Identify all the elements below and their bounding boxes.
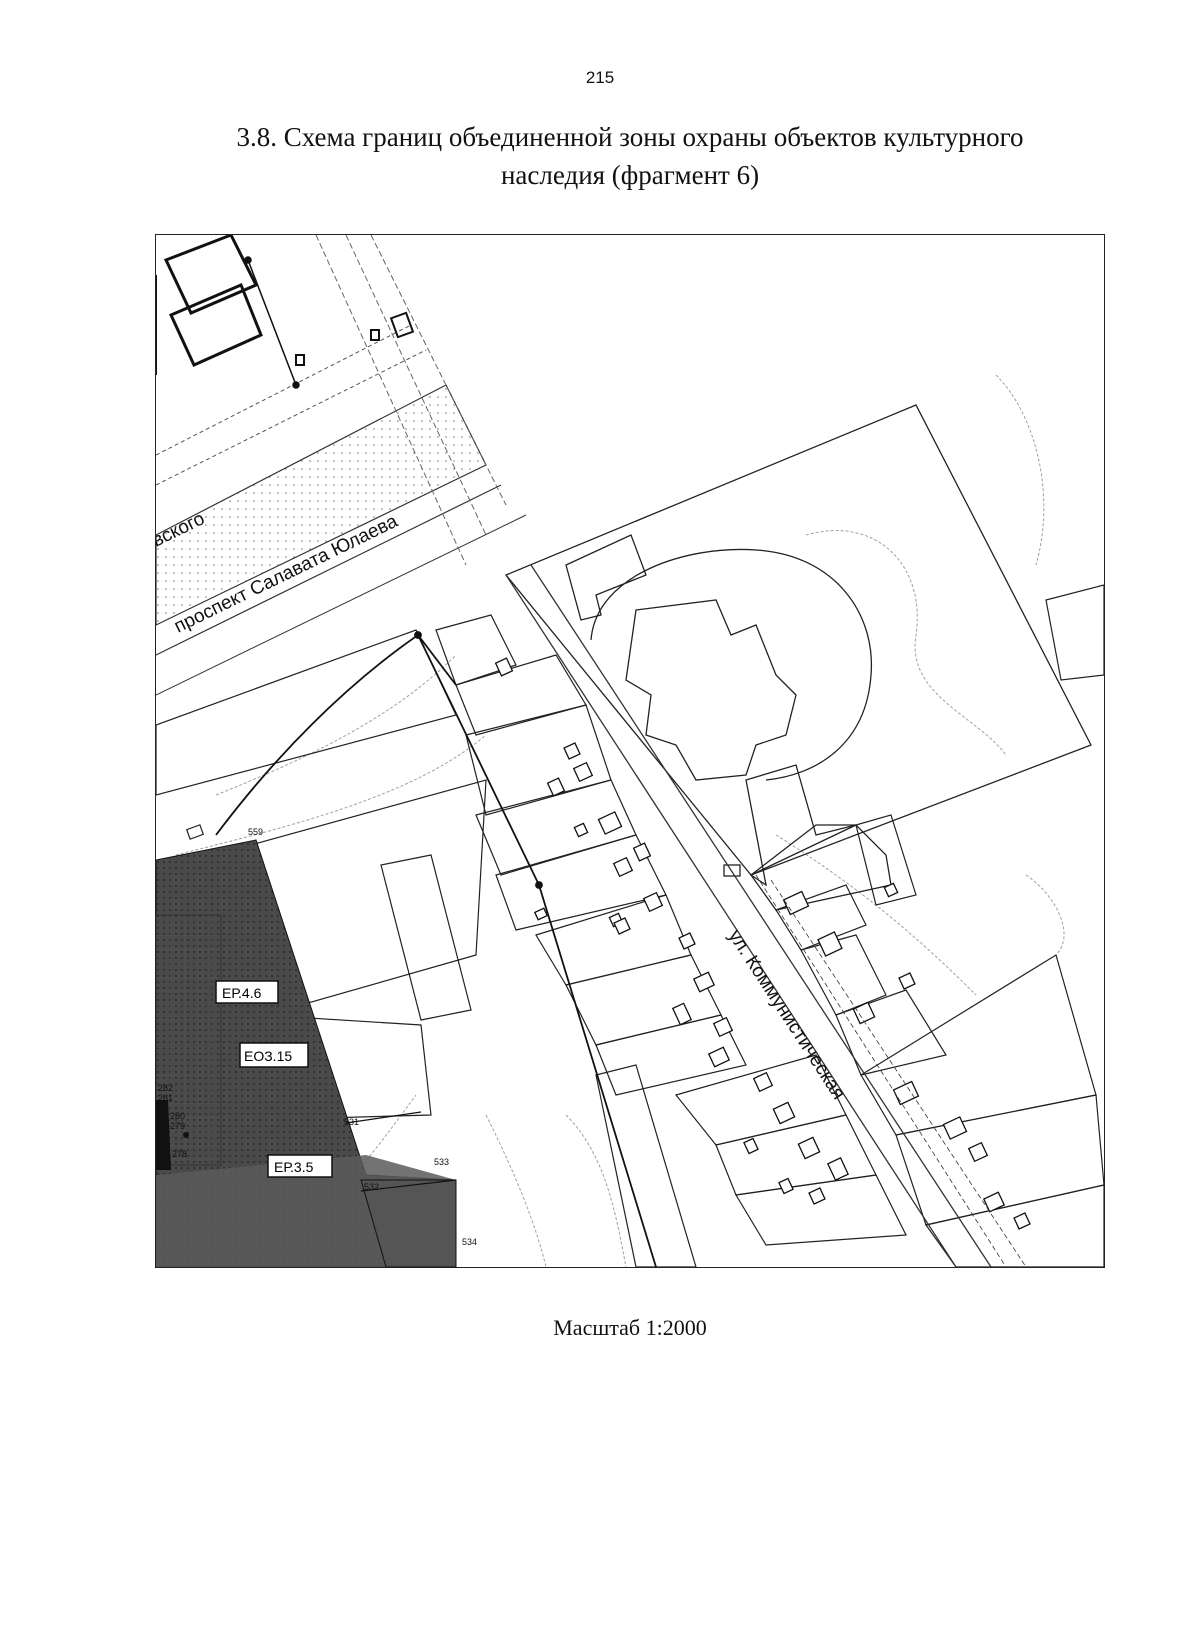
point-label-533: 533: [434, 1157, 449, 1167]
point-label-280: 280: [170, 1111, 185, 1121]
map-canvas: ЕР.4.6 ЕОЗ.15 ЕР.3.5 559 531 532 533 534…: [156, 235, 1104, 1267]
stadium-plot: [504, 404, 1092, 911]
title-line-1: 3.8. Схема границ объединенной зоны охра…: [236, 122, 1024, 152]
scale-label: Масштаб 1:2000: [553, 1315, 707, 1340]
street-lines: [505, 564, 1027, 1267]
zone-boundary: [215, 631, 657, 1267]
prospect-band: [156, 235, 527, 696]
map-frame: ЕР.4.6 ЕОЗ.15 ЕР.3.5 559 531 532 533 534…: [155, 234, 1105, 1268]
point-label-559: 559: [248, 827, 263, 837]
point-label-532: 532: [364, 1182, 379, 1192]
zone-label-ep46: ЕР.4.6: [222, 985, 262, 1001]
page-title: 3.8. Схема границ объединенной зоны охра…: [150, 118, 1110, 194]
point-label-278: 278: [172, 1149, 187, 1159]
point-label-282: 282: [158, 1083, 173, 1093]
buildings-top-left: [156, 235, 415, 375]
page-number: 215: [585, 68, 615, 87]
point-label-531: 531: [344, 1117, 359, 1127]
point-label-534: 534: [462, 1237, 477, 1247]
title-line-2: наследия (фрагмент 6): [500, 160, 760, 190]
zone-label-eoz315: ЕОЗ.15: [244, 1048, 292, 1064]
street-parcels-left: [435, 614, 907, 1267]
small-houses-right: [782, 882, 1031, 1230]
point-label-279: 279: [170, 1121, 185, 1131]
street-parcels-right: [775, 584, 1104, 1267]
vertical-boundary: [244, 256, 300, 389]
small-houses: [494, 657, 850, 1205]
zone-label-ep35: ЕР.3.5: [274, 1159, 314, 1175]
point-label-281: 281: [158, 1093, 173, 1103]
point-labels: 559 531 532 533 534 282 281 280 279 278: [158, 827, 477, 1247]
zone-labels: ЕР.4.6 ЕОЗ.15 ЕР.3.5: [215, 980, 333, 1178]
